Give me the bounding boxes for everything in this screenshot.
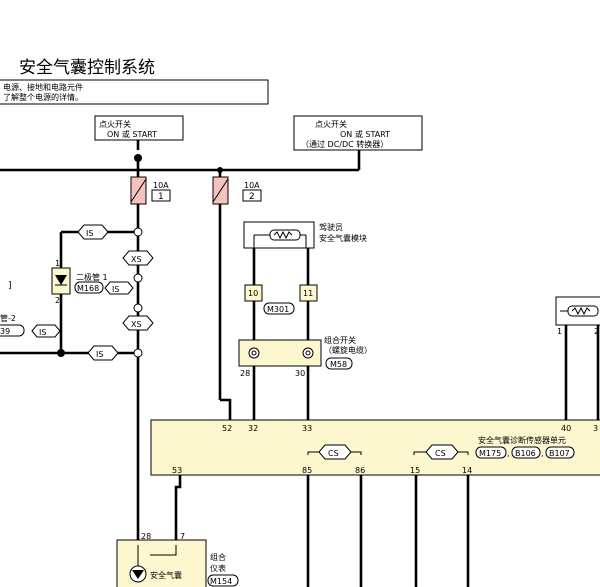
diode-1-name: 二极管 1 (76, 272, 108, 282)
fuse-1-amp: 10A (153, 181, 169, 190)
svg-text:86: 86 (355, 466, 365, 475)
svg-text:14: 14 (462, 466, 472, 475)
ignition-switch-box-1 (94, 115, 184, 141)
diode-1-code: M168 (77, 284, 99, 293)
svg-text:CS: CS (328, 449, 339, 458)
diode-2-name: 管-2 (0, 313, 16, 323)
splice-fuse2 (217, 167, 223, 173)
svg-text:,: , (541, 449, 544, 458)
svg-text:CS: CS (435, 449, 446, 458)
squib-icon (273, 230, 293, 240)
ignition-2-line-2: ON 或 START (340, 129, 390, 139)
svg-text:28: 28 (240, 369, 250, 378)
svg-text:85: 85 (302, 466, 312, 475)
svg-text:32: 32 (248, 424, 258, 433)
svg-text:XS: XS (131, 320, 142, 329)
svg-text:33: 33 (302, 424, 312, 433)
ignition-2-line-3: （通过 DC/DC 转换器） (301, 139, 388, 149)
svg-text:B107: B107 (549, 449, 570, 458)
svg-text:IS: IS (112, 285, 119, 294)
svg-text:2: 2 (55, 296, 60, 305)
fuse-2-num: 2 (249, 192, 255, 202)
left-bracket: ] (8, 281, 12, 291)
svg-text:40: 40 (561, 424, 571, 433)
svg-text:28: 28 (141, 532, 151, 541)
fuse-1-num: 1 (158, 192, 164, 202)
note-line-1: 电源、接地和电路元件 (3, 82, 83, 92)
diode-1-icon (55, 275, 67, 285)
combo-switch-line-2: （螺旋电缆） (324, 345, 372, 355)
combo-switch-line-1: 组合开关 (324, 335, 356, 345)
splice-top (134, 154, 142, 162)
svg-text:,: , (507, 449, 510, 458)
connector-is-bottom (87, 345, 119, 361)
connector-is-top (77, 224, 109, 240)
svg-text:52: 52 (222, 424, 232, 433)
connector-cs-2 (425, 444, 459, 460)
svg-text:M175: M175 (479, 449, 501, 458)
svg-text:XS: XS (131, 255, 142, 264)
ignition-2-line-1: 点火开关 (315, 119, 347, 129)
svg-text:IS: IS (39, 328, 46, 337)
svg-text:15: 15 (410, 466, 420, 475)
svg-text:IS: IS (96, 350, 103, 359)
svg-text:IS: IS (86, 229, 93, 238)
driver-module-code: M301 (267, 305, 289, 314)
connector-xs-bottom (122, 315, 154, 331)
fuse-2-amp: 10A (244, 181, 260, 190)
svg-text:30: 30 (295, 369, 305, 378)
svg-text:B106: B106 (515, 449, 536, 458)
meter-line-1: 组合 (210, 552, 226, 562)
meter-line-2: 仪表 (210, 563, 226, 573)
meter-code: M154 (210, 577, 232, 586)
driver-module-line-1: 驾驶员 (319, 222, 343, 232)
driver-pin-a: 10 (248, 289, 258, 298)
connector-xs-top (122, 250, 154, 266)
diode-2-code: 39 (0, 327, 10, 336)
ignition-1-line-1: 点火开关 (99, 119, 131, 129)
note-box (0, 79, 269, 105)
wire-fuse2-to-unit (220, 398, 232, 420)
driver-pin-b: 11 (303, 289, 313, 298)
svg-text:3: 3 (593, 424, 598, 433)
ignition-1-line-2: ON 或 START (107, 129, 157, 139)
connector-cs-1 (318, 444, 352, 460)
combo-switch-code: M58 (330, 360, 347, 369)
svg-text:53: 53 (172, 466, 182, 475)
diag-unit-name: 安全气囊诊断传感器单元 (478, 435, 566, 445)
svg-text:2: 2 (594, 327, 599, 336)
meter-lamp-label: 安全气囊 (150, 570, 182, 580)
svg-text:1: 1 (55, 259, 60, 268)
svg-text:7: 7 (180, 532, 185, 541)
note-line-2: 了解整个电源的详情。 (3, 92, 83, 102)
driver-module-line-2: 安全气囊模块 (319, 233, 367, 243)
svg-text:1: 1 (557, 327, 562, 336)
page-title: 安全气囊控制系统 (19, 58, 155, 78)
